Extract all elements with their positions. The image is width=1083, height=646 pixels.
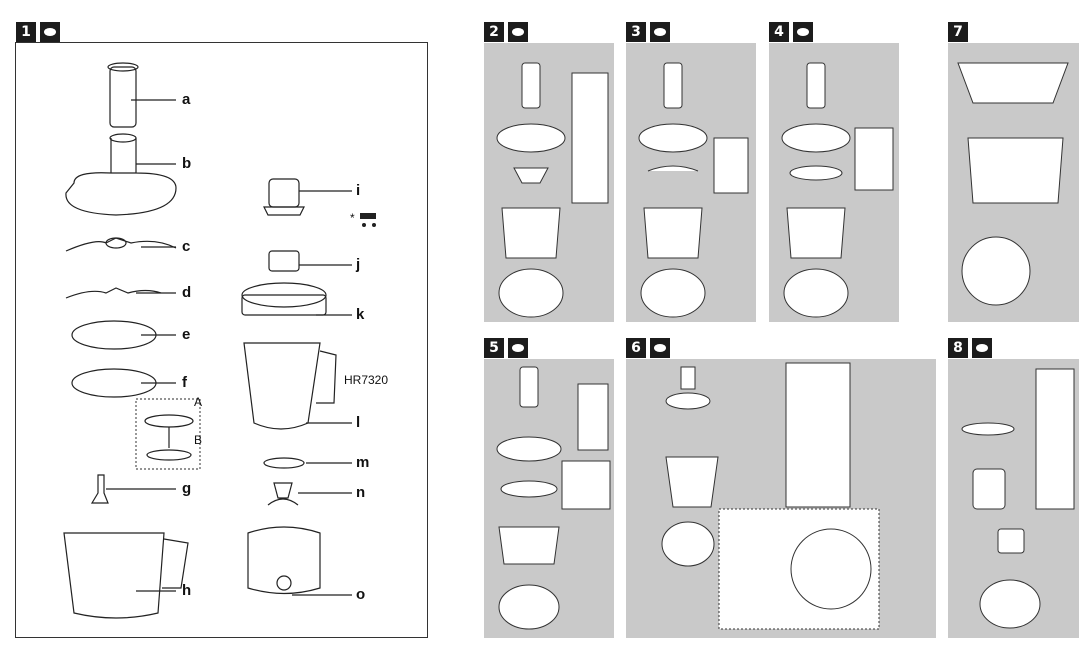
blade-icon xyxy=(650,22,670,42)
step-number: 1 xyxy=(16,22,36,42)
filler-cap-shape xyxy=(268,250,300,272)
step-number: 5 xyxy=(484,338,504,358)
step-number: 7 xyxy=(948,22,968,42)
mill-shape xyxy=(268,178,300,208)
step-number: 2 xyxy=(484,22,504,42)
chopping-blade-shape xyxy=(65,237,177,252)
step-3-drawing xyxy=(638,62,749,318)
emulsifying-disc-shape xyxy=(65,287,162,299)
part-label-g: g xyxy=(182,480,192,497)
step-8-header: 8 xyxy=(948,338,992,358)
pusher-shape xyxy=(109,66,137,128)
step-3-panel xyxy=(626,43,756,322)
step-number: 6 xyxy=(626,338,646,358)
part-label-b: b xyxy=(182,155,192,172)
step-7-drawing xyxy=(957,62,1069,306)
step-4-drawing xyxy=(781,62,894,318)
cart-icon xyxy=(360,213,376,227)
blade-icon xyxy=(508,22,528,42)
part-label-m: m xyxy=(356,454,370,471)
mill-icon xyxy=(972,338,992,358)
step-1-header: 1 xyxy=(16,22,60,42)
part-label-d: d xyxy=(182,284,192,301)
step-3-header: 3 xyxy=(626,22,670,42)
sub-label-b: B xyxy=(194,433,203,447)
part-label-l: l xyxy=(356,414,361,431)
motor-unit-shape xyxy=(247,526,321,595)
parts-overview-panel: a b c d e f A B g h i * j k HR7320 l m n… xyxy=(15,42,428,638)
part-label-n: n xyxy=(356,484,366,501)
step-number: 8 xyxy=(948,338,968,358)
step-6-panel xyxy=(626,359,936,638)
step-4-panel xyxy=(769,43,899,322)
step-8-drawing xyxy=(961,368,1075,629)
blender-jar-shape xyxy=(243,342,321,430)
parts-drawing xyxy=(63,62,376,619)
step-5-drawing xyxy=(496,366,611,630)
jug-icon xyxy=(650,338,670,358)
drive-shaft-shape xyxy=(90,474,109,504)
step-7-header: 7 xyxy=(948,22,968,42)
sealing-ring-shape xyxy=(263,457,305,469)
bowl-shape xyxy=(63,532,165,619)
part-label-h: h xyxy=(182,582,192,599)
part-label-a: a xyxy=(182,91,191,108)
step-5-panel xyxy=(484,359,614,638)
part-label-c: c xyxy=(182,238,191,255)
model-number: HR7320 xyxy=(344,373,389,387)
step-2-panel xyxy=(484,43,614,322)
part-label-i: i xyxy=(356,182,361,199)
step-6-drawing xyxy=(661,362,880,630)
appliance-icon xyxy=(40,22,60,42)
step-6-header: 6 xyxy=(626,338,670,358)
step-4-header: 4 xyxy=(769,22,813,42)
step-2-header: 2 xyxy=(484,22,528,42)
step-number: 3 xyxy=(626,22,646,42)
part-label-o: o xyxy=(356,586,366,603)
part-label-k: k xyxy=(356,306,365,323)
accessory-asterisk: * xyxy=(350,211,355,225)
step-8-panel xyxy=(948,359,1079,638)
disc-icon xyxy=(508,338,528,358)
part-label-f: f xyxy=(182,374,187,391)
part-label-j: j xyxy=(356,256,361,273)
disc-icon xyxy=(793,22,813,42)
blender-lid-shape xyxy=(241,282,327,308)
sub-label-a: A xyxy=(194,395,203,409)
step-5-header: 5 xyxy=(484,338,528,358)
part-label-e: e xyxy=(182,326,191,343)
blade-unit-shape xyxy=(267,482,299,506)
lid-shape xyxy=(65,138,177,216)
step-7-panel xyxy=(948,43,1079,322)
step-2-drawing xyxy=(496,62,609,318)
step-number: 4 xyxy=(769,22,789,42)
